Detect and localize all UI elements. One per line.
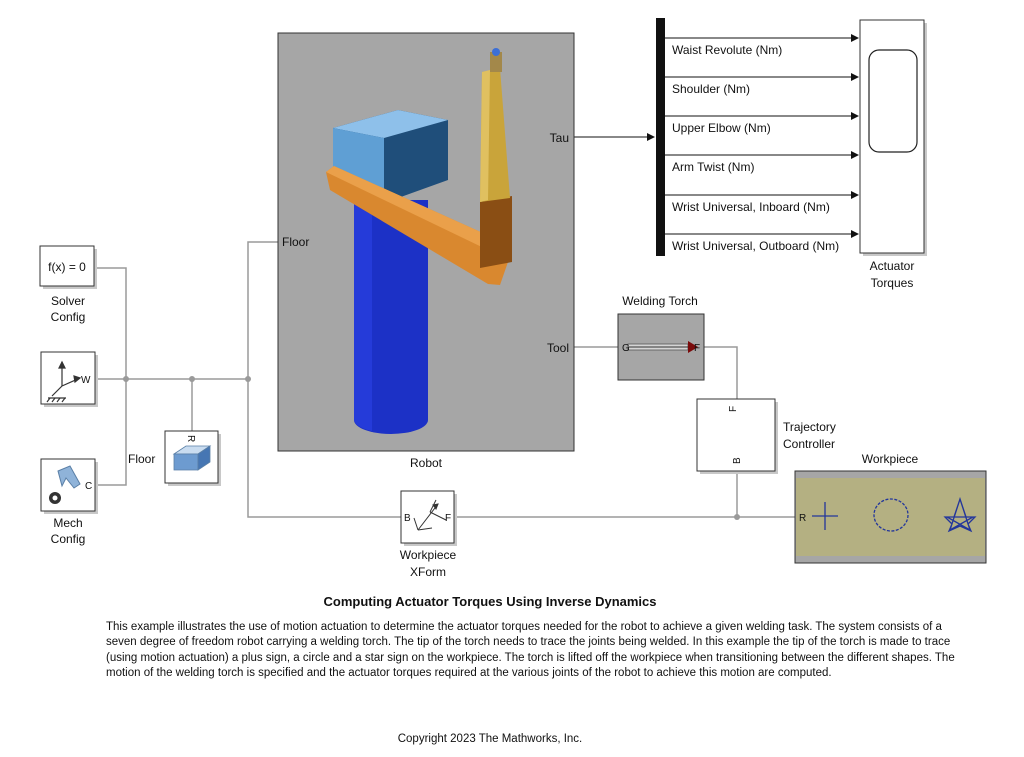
trajectory-controller-label: Trajectory: [783, 420, 836, 434]
signal-label: Wrist Universal, Outboard (Nm): [672, 239, 839, 253]
actuator-torques-scope[interactable]: Actuator Torques: [859, 19, 927, 290]
signal-line[interactable]: Waist Revolute (Nm): [665, 34, 859, 57]
description-body: This example illustrates the use of moti…: [106, 621, 955, 679]
workpiece-port-r: R: [799, 513, 806, 524]
welding-torch-label: Welding Torch: [622, 294, 698, 308]
signal-line[interactable]: Wrist Universal, Inboard (Nm): [665, 191, 859, 214]
plus-sign-icon: [812, 502, 838, 530]
mech-config-label-2: Config: [51, 532, 86, 546]
demux-signals: Waist Revolute (Nm) Shoulder (Nm) Upper …: [665, 34, 859, 253]
workpiece-block[interactable]: Workpiece R: [794, 452, 987, 564]
robot-label: Robot: [410, 456, 443, 470]
mech-config-block[interactable]: C Mech Config: [40, 458, 98, 546]
welding-torch-port-f: F: [694, 343, 700, 354]
floor-block[interactable]: R Floor: [128, 430, 221, 486]
world-frame-icon: [46, 360, 82, 403]
workpiece-xform-block[interactable]: B F Workpiece XForm: [400, 490, 457, 579]
robot-block[interactable]: Floor Tau Tool Robot: [277, 32, 575, 470]
wire-world-to-xform[interactable]: [247, 379, 401, 518]
world-frame-port-w: W: [81, 375, 91, 386]
xform-port-b: B: [404, 513, 411, 524]
mech-config-port-c: C: [85, 481, 92, 492]
star-sign-icon: [943, 496, 977, 533]
signal-label: Waist Revolute (Nm): [672, 43, 782, 57]
trajectory-port-b: B: [732, 457, 743, 464]
circle-shape-icon: [873, 498, 909, 532]
actuator-torques-label-2: Torques: [871, 276, 914, 290]
actuator-torques-label: Actuator: [870, 259, 915, 273]
wire-world-to-robot-floor[interactable]: [96, 241, 278, 380]
mech-config-label: Mech: [53, 516, 82, 530]
welding-torch-block[interactable]: Welding Torch G F: [617, 294, 705, 381]
torch-icon: [627, 341, 698, 353]
solver-config-label-2: Config: [51, 310, 86, 324]
solver-config-label: Solver: [51, 294, 85, 308]
signal-line[interactable]: Upper Elbow (Nm): [665, 112, 859, 135]
block-diagram: f(x) = 0 Solver Config W C Mech Config: [39, 18, 987, 579]
signal-line[interactable]: Wrist Universal, Outboard (Nm): [665, 230, 859, 253]
transform-icon: [413, 499, 447, 531]
xform-port-f: F: [445, 513, 451, 524]
junction-dot: [734, 514, 740, 520]
trajectory-controller-label-2: Controller: [783, 437, 835, 451]
wires: [96, 133, 795, 520]
xform-label-2: XForm: [410, 565, 446, 579]
signal-label: Arm Twist (Nm): [672, 160, 754, 174]
demux-block[interactable]: [656, 18, 665, 256]
floor-block-port-r: R: [185, 435, 196, 442]
robot-port-tool: Tool: [547, 341, 569, 355]
copyright-text: Copyright 2023 The Mathworks, Inc.: [397, 733, 583, 745]
solver-config-block[interactable]: f(x) = 0 Solver Config: [39, 245, 97, 324]
solver-config-icon-text: f(x) = 0: [48, 260, 86, 274]
trajectory-port-f: F: [728, 406, 739, 412]
junction-dot: [123, 376, 129, 382]
floor-box-icon: [172, 445, 212, 471]
junction-dot: [189, 376, 195, 382]
world-frame-block[interactable]: W: [40, 351, 98, 407]
torch-tip-icon: [492, 48, 500, 56]
wire-solver-config[interactable]: [96, 267, 127, 379]
signal-label: Shoulder (Nm): [672, 82, 750, 96]
signal-line[interactable]: Shoulder (Nm): [665, 73, 859, 96]
workpiece-shapes: [812, 496, 977, 533]
robot-port-floor: Floor: [282, 235, 309, 249]
wire-torch-to-trajectory[interactable]: [704, 346, 738, 399]
scope-screen-icon: [868, 49, 918, 153]
signal-line[interactable]: Arm Twist (Nm): [665, 151, 859, 174]
mech-config-icon: [49, 465, 81, 504]
junction-dot: [245, 376, 251, 382]
robot-base-illustration: [326, 48, 512, 434]
workpiece-label: Workpiece: [862, 452, 919, 466]
robot-port-tau: Tau: [550, 131, 569, 145]
signal-label: Upper Elbow (Nm): [672, 121, 771, 135]
signal-label: Wrist Universal, Inboard (Nm): [672, 200, 830, 214]
wire-mech-config[interactable]: [96, 379, 127, 486]
xform-label: Workpiece: [400, 548, 457, 562]
description-title: Computing Actuator Torques Using Inverse…: [323, 594, 657, 609]
welding-torch-port-g: G: [622, 343, 630, 354]
trajectory-controller-block[interactable]: F B Trajectory Controller: [696, 398, 836, 474]
floor-block-label: Floor: [128, 452, 155, 466]
